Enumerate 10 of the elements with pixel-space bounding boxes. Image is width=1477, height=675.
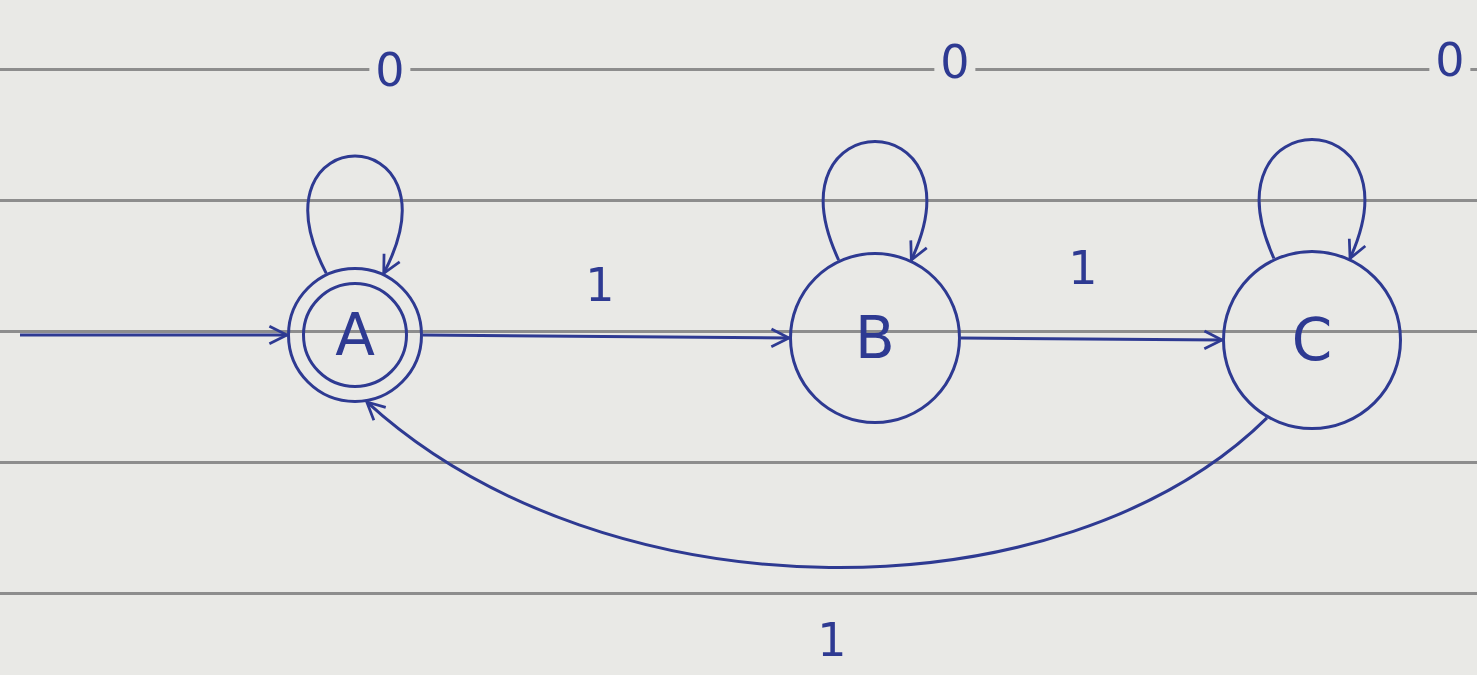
arrow [822,140,928,262]
accepting-state-circle: A [287,267,423,403]
arrow [423,327,791,349]
arrow [961,329,1224,351]
state-circle: C [1222,250,1402,430]
arrow [1258,138,1366,260]
arrow [20,324,289,346]
arrow [306,154,404,275]
arrow [365,400,1268,569]
state-circle: B [789,252,961,424]
